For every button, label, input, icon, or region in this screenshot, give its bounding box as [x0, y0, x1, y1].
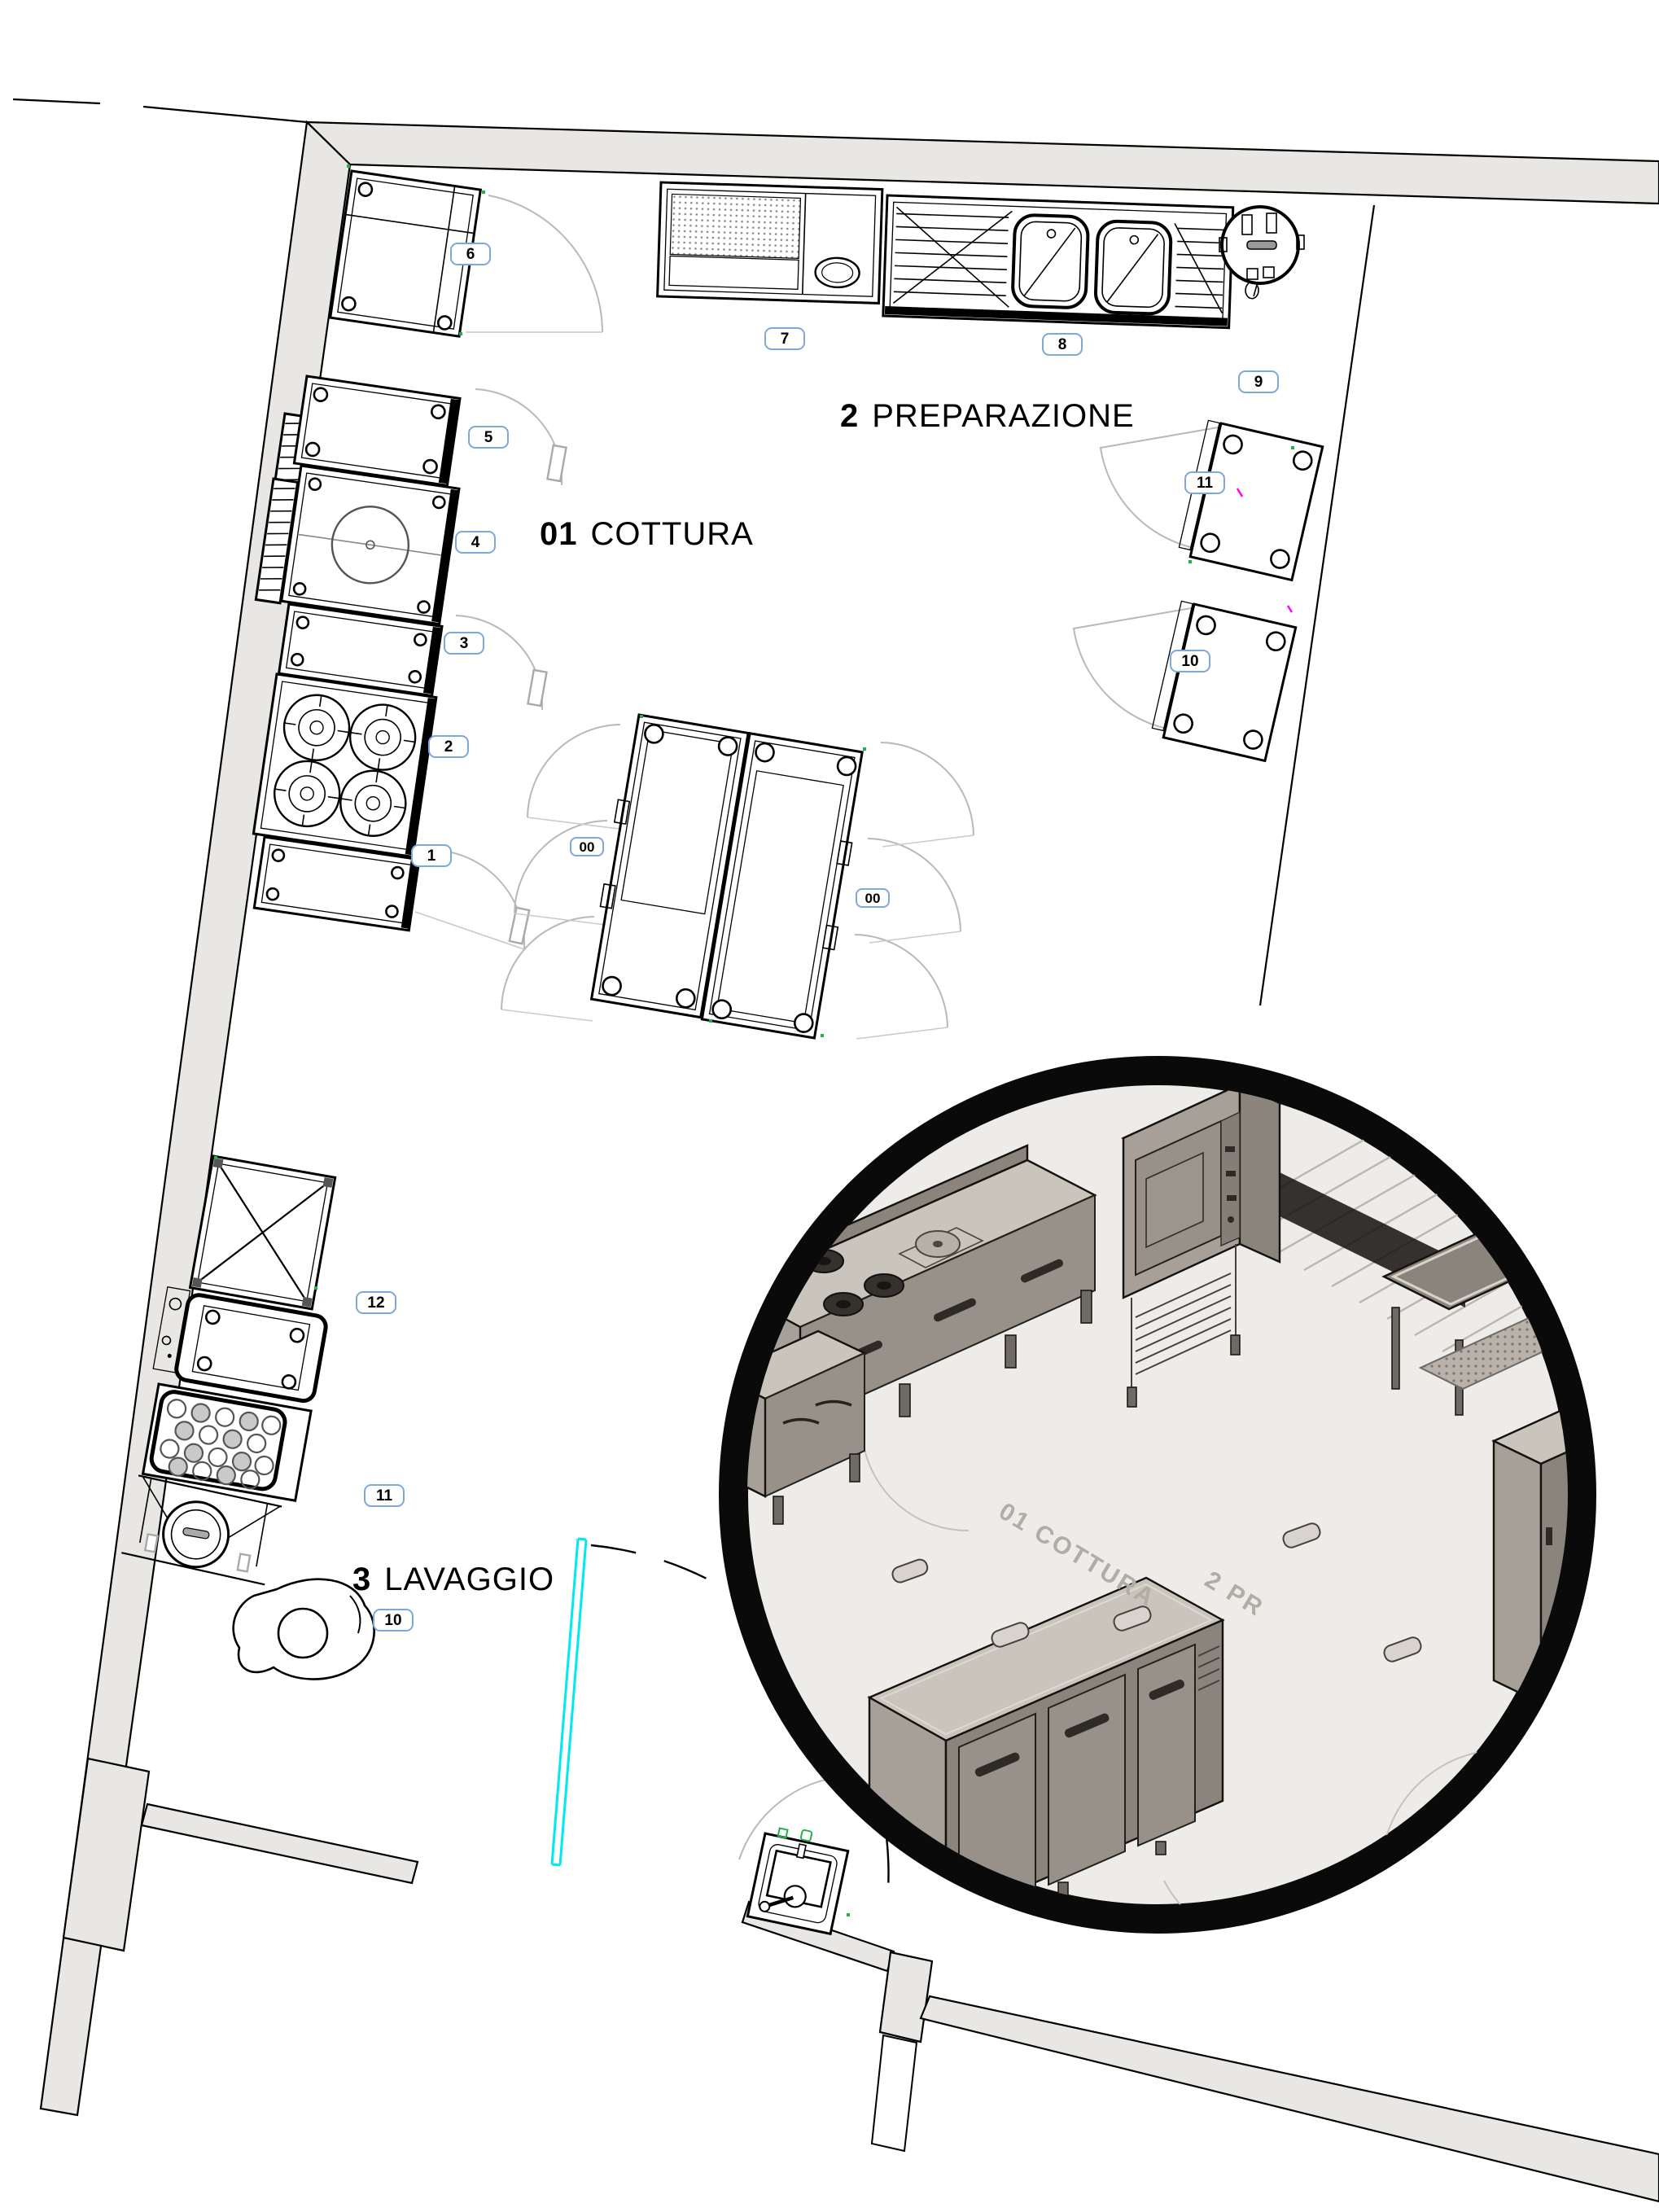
equipment-item-8-double-sink	[882, 194, 1235, 330]
equipment-item-11-table	[1178, 419, 1324, 582]
item-tag: 10	[1170, 650, 1210, 672]
item-tag-number: 12	[367, 1294, 385, 1312]
zone-title: 01 COTTURA	[540, 516, 754, 553]
item-tag: 11	[1184, 471, 1225, 494]
equipment-item-10-sink-unit	[121, 1382, 313, 1586]
zone-number: 01	[540, 516, 578, 552]
glass-rack	[160, 1399, 282, 1490]
item-tag-number: 6	[466, 245, 475, 263]
central-counter-doors-right	[854, 742, 974, 1040]
sink-basin	[1011, 213, 1090, 309]
central-refrigerated-counters	[589, 713, 864, 1040]
burner	[273, 760, 341, 828]
equipment-item-12-rack	[188, 1154, 337, 1311]
zone-name: PREPARAZIONE	[872, 398, 1135, 434]
item-tag-number: 00	[865, 890, 881, 906]
central-counter-doors-left	[501, 724, 621, 1022]
item-tag-number: 11	[1196, 474, 1214, 492]
item-tag: 12	[356, 1291, 396, 1314]
zone-name: LAVAGGIO	[384, 1562, 555, 1597]
item-tag-number: 11	[375, 1487, 393, 1505]
item-tag-number: 4	[471, 533, 480, 551]
zone-number: 3	[352, 1562, 372, 1597]
sink-basin	[1093, 219, 1173, 316]
burner	[348, 703, 417, 771]
item-tag-number: 1	[427, 847, 436, 865]
item-tag: 1	[411, 844, 452, 867]
item-tag-number: 5	[484, 428, 493, 446]
burner	[339, 769, 407, 837]
person-silhouette	[232, 1578, 375, 1680]
item-tag: 00	[856, 888, 890, 908]
equipment-item-4	[280, 464, 461, 626]
item-tag-number: 9	[1254, 373, 1263, 391]
equipment-item-6	[329, 169, 483, 338]
equipment-item-2-gas-range	[252, 672, 438, 859]
item-tag-number: 10	[384, 1611, 402, 1629]
door-swing-1	[414, 849, 531, 950]
door-swing-5	[475, 388, 567, 486]
equipment-item-7-worktable	[656, 181, 884, 305]
item-tag: 4	[455, 531, 496, 554]
burner	[282, 694, 351, 761]
item-tag: 7	[764, 327, 805, 350]
equipment-item-9-round-unit	[1219, 205, 1305, 300]
render-inset: OMO 1	[719, 1056, 1596, 1934]
item-tag: 8	[1042, 333, 1083, 356]
item-tag-number: 10	[1181, 652, 1199, 670]
item-tag: 9	[1238, 370, 1279, 393]
door-swing-3	[455, 615, 548, 711]
zone-title: 2 PREPARAZIONE	[840, 398, 1135, 435]
item-tag-number: 8	[1057, 335, 1067, 353]
item-tag-number: 7	[780, 330, 790, 348]
door-swing-6	[466, 195, 603, 333]
equipment-item-11-dishwasher	[152, 1286, 328, 1404]
item-tag: 10	[373, 1609, 414, 1632]
cad-accent-marks	[214, 164, 1294, 1916]
hand-wash-sink	[738, 1776, 850, 1936]
item-tag: 11	[364, 1484, 405, 1507]
zone-number: 2	[840, 398, 860, 434]
item-tag: 3	[444, 632, 484, 655]
item-tag-number: 2	[444, 738, 453, 756]
equipment-item-1	[252, 835, 421, 932]
walls	[12, 98, 1659, 2203]
item-tag: 00	[570, 837, 604, 856]
item-tag: 6	[450, 243, 491, 265]
equipment-item-10-table	[1151, 600, 1298, 763]
zone-title: 3 LAVAGGIO	[352, 1562, 554, 1598]
item-tag: 5	[468, 426, 509, 449]
equipment-item-5	[292, 375, 462, 487]
item-tag: 2	[428, 735, 469, 758]
zone-name: COTTURA	[590, 516, 754, 552]
item-tag-number: 3	[459, 634, 469, 652]
item-tag-number: 00	[579, 839, 595, 855]
inset-floor-drains	[891, 1522, 1422, 1662]
